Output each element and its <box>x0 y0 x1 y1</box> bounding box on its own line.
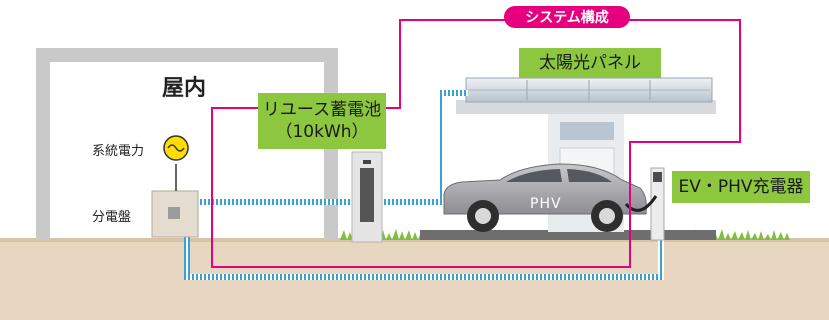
indoor-label: 屋内 <box>162 76 207 101</box>
power-label: 系統電力 <box>92 144 145 159</box>
cable-battery-to-car <box>382 199 442 205</box>
car-text: PHV <box>530 196 562 212</box>
ev-charger <box>624 167 665 241</box>
cable-charger-down <box>658 240 664 280</box>
panel-board-box <box>151 190 199 238</box>
battery-label-line1: リユース蓄電池 <box>262 100 382 120</box>
cable-up-to-panel <box>438 94 444 205</box>
cables <box>184 90 664 280</box>
cable-under-ground <box>184 274 662 280</box>
car-phv <box>443 163 647 232</box>
battery-unit <box>351 151 383 243</box>
battery-label-line2: （10kWh） <box>275 122 369 142</box>
charger-label: EV・PHV充電器 <box>672 171 810 203</box>
cable-board-down <box>184 214 190 278</box>
cable-to-panel-top <box>438 90 468 96</box>
system-label: システム構成 <box>504 6 630 28</box>
system-boundary <box>211 19 741 268</box>
battery-label: リユース蓄電池 （10kWh） <box>258 93 386 149</box>
cable-board-to-battery <box>200 199 350 205</box>
parking-slab <box>420 230 716 240</box>
panel-board-label: 分電盤 <box>92 210 132 225</box>
solar-panel-label: 太陽光パネル <box>519 48 661 78</box>
ac-power-symbol <box>163 135 189 191</box>
